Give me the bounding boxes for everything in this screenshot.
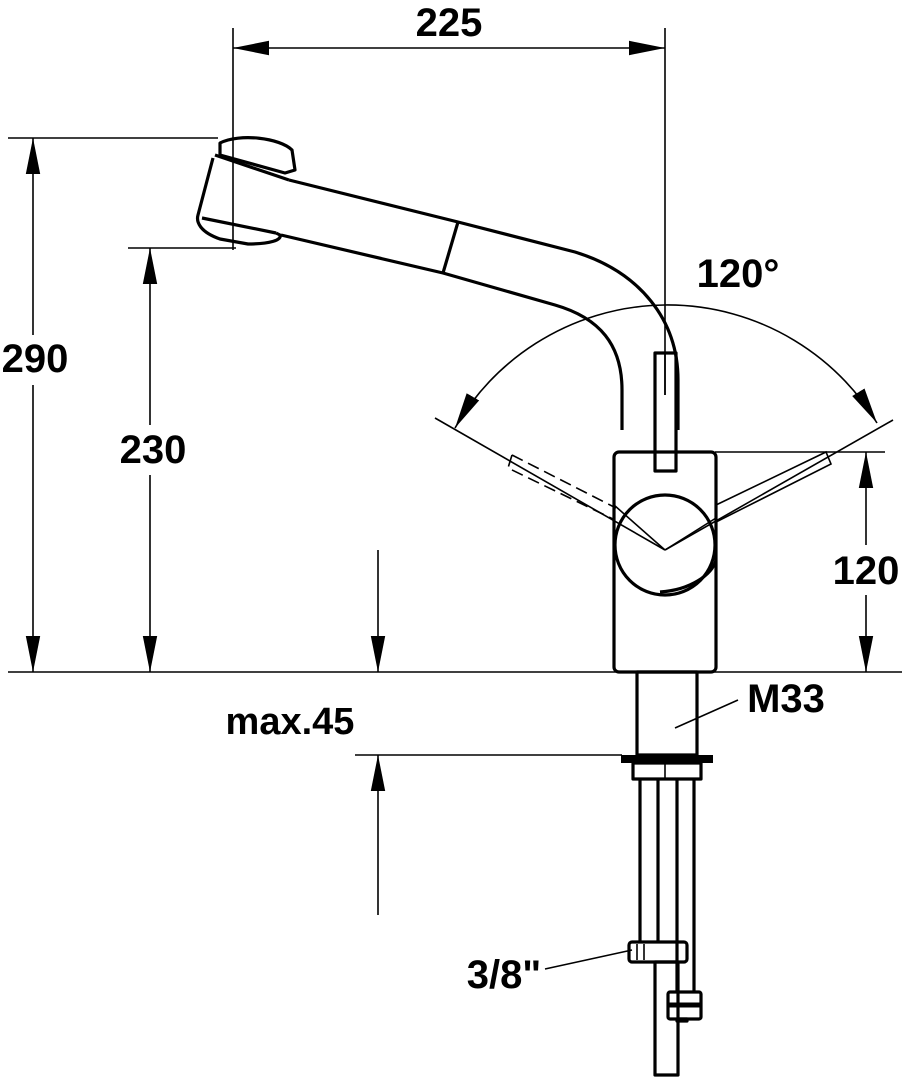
label-spout-height: 230 [120,428,187,472]
dimension-total-height: 290 [2,137,218,672]
leader-thread [674,699,739,729]
spray-head [195,136,297,246]
faucet-body [507,351,833,674]
dimension-lever-angle: 120° [434,252,894,551]
lever-alternate-position [507,450,833,523]
label-connection: 3/8" [467,953,542,997]
dimension-spout-height: 230 [120,247,236,672]
label-lever-angle: 120° [697,252,780,296]
dimension-lever-height: 120 [715,451,900,672]
label-reach: 225 [416,1,483,45]
label-total-height: 290 [2,337,69,381]
label-thread: M33 [747,677,825,721]
mounting-shank [621,670,713,1077]
leader-connection [544,949,633,970]
label-deck-thickness: max.45 [226,701,355,743]
dimension-reach: 225 [232,1,666,395]
dimension-deck-thickness: max.45 [226,550,622,915]
label-lever-height: 120 [833,549,900,593]
